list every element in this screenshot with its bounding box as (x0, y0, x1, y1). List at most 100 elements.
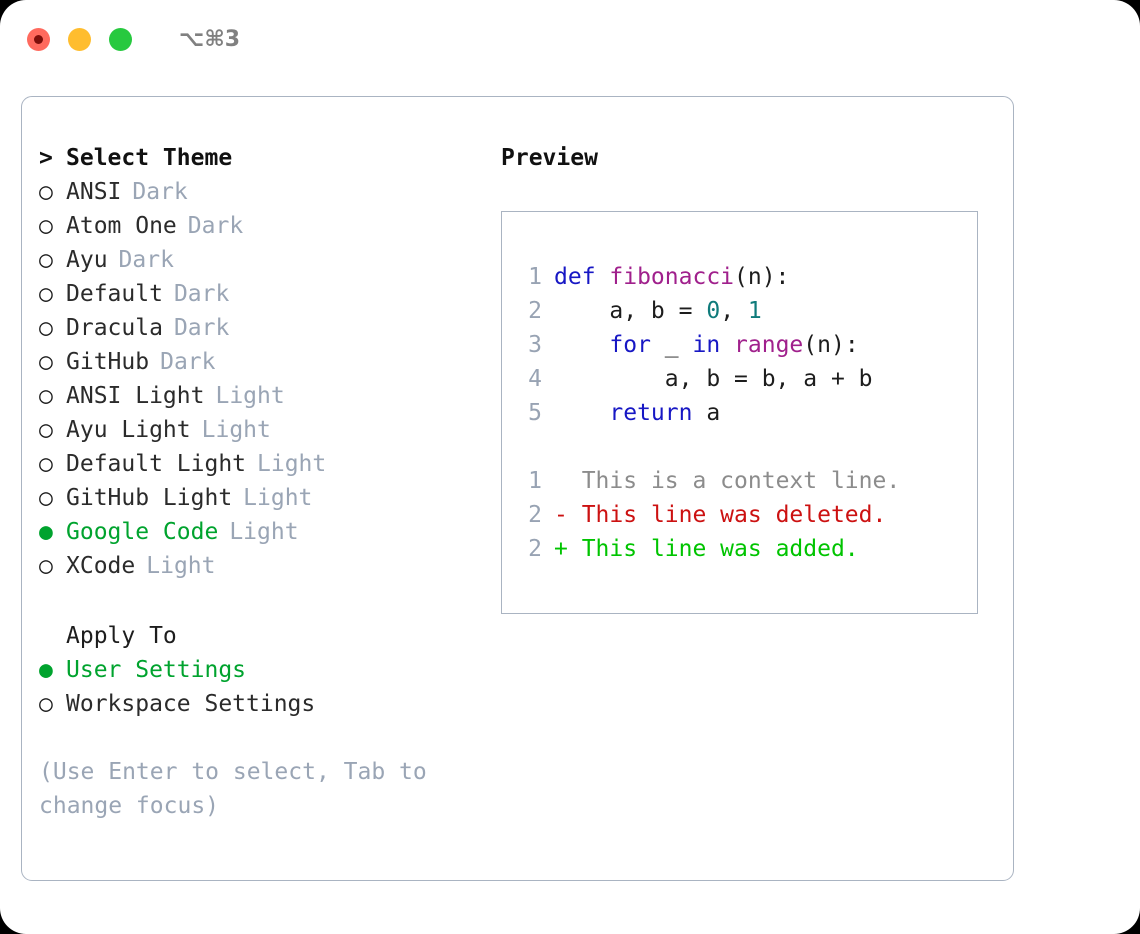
diff-line-text: - This line was deleted. (554, 498, 886, 532)
theme-option-label: Default Light (66, 451, 247, 477)
code-token-pln: (n): (734, 264, 790, 290)
theme-variant-tag: Light (243, 485, 313, 511)
theme-option-label: Ayu Light (66, 417, 191, 443)
code-token-kw: return (554, 400, 707, 426)
apply-to-section: ○ Apply To ●User Settings○Workspace Sett… (39, 619, 479, 721)
theme-option-ayu-light[interactable]: ○ Ayu Light Light (39, 413, 479, 447)
diff-line-text: This is a context line. (554, 464, 901, 498)
theme-option-google-code[interactable]: ● Google Code Light (39, 515, 479, 549)
close-button[interactable] (27, 27, 50, 51)
theme-option-ayu[interactable]: ○ Ayu Dark (39, 243, 479, 277)
theme-variant-tag: Light (146, 553, 216, 579)
code-token-kw: for (554, 332, 665, 358)
theme-option-label: ANSI (66, 179, 122, 205)
theme-variant-tag: Light (215, 383, 285, 409)
diff-line-del: 2 - This line was deleted. (502, 498, 977, 532)
theme-variant-tag: Dark (132, 179, 188, 205)
diff-line-content: This line was added. (581, 536, 859, 562)
radio-unselected-icon: ○ (39, 691, 53, 717)
theme-option-label: GitHub Light (66, 485, 233, 511)
theme-option-default-light[interactable]: ○ Default Light Light (39, 447, 479, 481)
code-token-num: 1 (747, 298, 762, 324)
code-diff-separator (502, 430, 977, 464)
theme-variant-tag: Light (201, 417, 271, 443)
theme-variant-tag: Dark (118, 247, 174, 273)
radio-selected-icon: ● (39, 519, 53, 545)
theme-variant-tag: Light (229, 519, 299, 545)
page-title: Select Theme (66, 145, 233, 171)
theme-list-header: > Select Theme (39, 141, 479, 175)
diff-line-number: 2 (528, 536, 542, 562)
apply-to-option-user-settings[interactable]: ●User Settings (39, 653, 479, 687)
code-line: 4 a, b = b, a + b (502, 362, 977, 396)
theme-option-github[interactable]: ○ GitHub Dark (39, 345, 479, 379)
radio-unselected-icon: ○ (39, 451, 53, 477)
diff-sample: 1 This is a context line. 2 - This line wa… (502, 464, 977, 566)
theme-option-label: ANSI Light (66, 383, 205, 409)
preview-title: Preview (501, 145, 598, 171)
title-bar: ⌥⌘3 (0, 0, 1140, 78)
minimize-button[interactable] (68, 27, 91, 51)
traffic-lights (27, 27, 132, 51)
maximize-button[interactable] (109, 27, 132, 51)
code-line-text: a, b = 0, 1 (554, 294, 762, 328)
apply-to-option-label: Workspace Settings (66, 691, 316, 717)
theme-option-label: Ayu (66, 247, 108, 273)
diff-line-content: This is a context line. (581, 468, 901, 494)
code-line-text: return a (554, 396, 720, 430)
code-token-kw: def (554, 264, 610, 290)
theme-option-github-light[interactable]: ○ GitHub Light Light (39, 481, 479, 515)
code-line-text: def fibonacci(n): (554, 260, 789, 294)
code-token-pln: a, b = b, a + b (554, 366, 873, 392)
theme-variant-tag: Light (257, 451, 327, 477)
radio-unselected-icon: ○ (39, 553, 53, 579)
theme-option-label: XCode (66, 553, 136, 579)
code-token-pln: _ (664, 332, 693, 358)
diff-line-ctx: 1 This is a context line. (502, 464, 977, 498)
diff-marker (554, 468, 582, 494)
radio-unselected-icon: ○ (39, 485, 53, 511)
radio-unselected-icon: ○ (39, 247, 53, 273)
theme-option-label: Default (66, 281, 163, 307)
radio-unselected-icon: ○ (39, 281, 53, 307)
code-token-kw: in (692, 332, 735, 358)
code-token-pln: , (720, 298, 748, 324)
code-token-num: 0 (706, 298, 721, 324)
spacer-icon: ○ (39, 619, 66, 653)
apply-to-option-workspace-settings[interactable]: ○ Workspace Settings (39, 687, 479, 721)
code-line-number: 4 (528, 366, 542, 392)
theme-option-label: Atom One (66, 213, 177, 239)
theme-option-label: GitHub (66, 349, 150, 375)
apply-to-title-row: ○ Apply To (39, 619, 479, 653)
code-line-text: for _ in range(n): (554, 328, 858, 362)
diff-line-number: 1 (528, 468, 542, 494)
diff-line-number: 2 (528, 502, 542, 528)
theme-option-label: Google Code (66, 519, 219, 545)
diff-line-content: This line was deleted. (581, 502, 887, 528)
radio-unselected-icon: ○ (39, 417, 53, 443)
radio-selected-icon: ● (39, 657, 53, 683)
theme-variant-tag: Dark (187, 213, 244, 239)
radio-unselected-icon: ○ (39, 349, 53, 375)
code-line: 5 return a (502, 396, 977, 430)
theme-variant-tag: Dark (160, 349, 216, 375)
theme-option-xcode[interactable]: ○ XCode Light (39, 549, 479, 583)
theme-option-label: Dracula (66, 315, 163, 341)
diff-line-add: 2 + This line was added. (502, 532, 977, 566)
code-token-fn: range (734, 332, 804, 358)
code-token-fn: fibonacci (609, 264, 735, 290)
diff-marker: + (554, 536, 582, 562)
code-token-pln: a, b = (554, 298, 707, 324)
